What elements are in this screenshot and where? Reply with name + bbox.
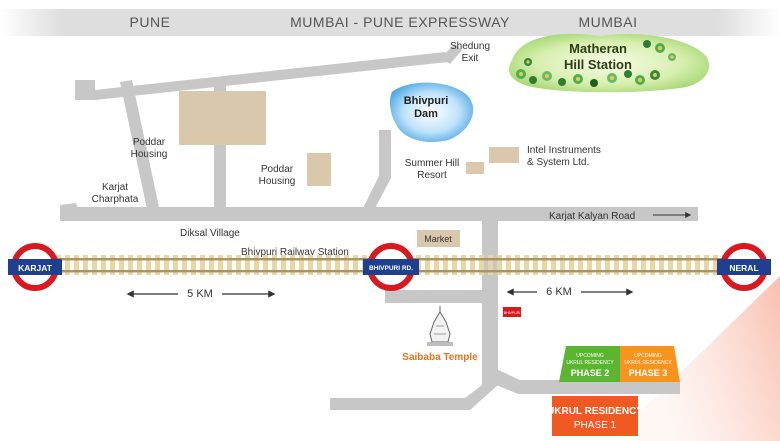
signboard: BHIVPURI [503,307,521,317]
phase2-label-2: UKRUL RESIDENCY [566,360,614,366]
shedung-label-2: Exit [462,53,479,64]
distance-right-label: 6 KM [546,286,572,298]
plot-poddar-a [179,91,266,145]
phase3-label-3: PHASE 3 [629,368,668,378]
plot-poddar-b [307,153,331,186]
temple-label: Saibaba Temple [402,352,478,363]
station-neral-label: NERAL [729,263,758,273]
plot-market [417,230,460,247]
phase1-label-2: PHASE 1 [574,420,617,431]
project-phase3: UPCOMING UKRUL RESIDENCY PHASE 3 [620,346,680,382]
karjat-charphata-label-2: Charphata [92,194,139,205]
poddar-a-label-2: Housing [131,149,168,160]
road-upper-main [75,52,448,100]
road-south-bend [330,370,498,410]
intel-label-1: Intel Instruments [527,145,601,156]
station-bhivpuri: BHIVPURI RD. [363,243,419,291]
dam-label-2: Dam [414,108,438,120]
phase1-label-1: UKRUL RESIDENCY [547,406,643,417]
karjat-kalyan-road [60,207,698,221]
shedung-label-1: Shedung [450,41,490,52]
phase2-label-3: PHASE 2 [571,368,610,378]
road-station-link [385,290,495,303]
phase2-label-1: UPCOMING [576,353,604,359]
intel-label-2: & System Ltd. [527,157,589,168]
signboard-label: BHIVPURI [504,311,521,315]
station-karjat-label: KARJAT [18,263,53,273]
phase3-label-1: UPCOMING [634,353,662,359]
bhivpuri-dam-lake [389,82,474,143]
karjat-kalyan-road-label: Karjat Kalyan Road [549,211,635,222]
station-bhivpuri-label: BHIVPURI RD. [369,265,413,272]
dam-label-1: Bhivpuri [404,95,449,107]
railway-station-label: Bhivpuri Railway Station [241,247,349,258]
header-mumbai: MUMBAI [579,14,638,30]
road-to-shedung [440,44,462,64]
poddar-b-label-1: Poddar [261,164,294,175]
karjat-charphata-label-1: Karjat [102,182,128,193]
project-phase2: UPCOMING UKRUL RESIDENCY PHASE 2 [559,346,620,382]
temple-icon [427,306,453,346]
header-pune: PUNE [130,14,171,30]
plot-summer-hill [466,162,484,174]
poddar-b-label-2: Housing [259,176,296,187]
highlight-beam [640,276,780,441]
poddar-a-label-1: Poddar [133,137,166,148]
matheran-trees [516,40,676,87]
phase3-label-2: UKRUL RESIDENCY [624,360,672,366]
station-karjat: KARJAT [8,243,62,291]
summer-hill-label-2: Resort [417,170,447,181]
road-center-vertical [361,130,391,212]
plot-intel [489,147,519,163]
road-left-diagonal [120,80,160,214]
summer-hill-label-1: Summer Hill [405,158,459,169]
market-label: Market [424,234,452,244]
diksal-village-label: Diksal Village [180,228,240,239]
matheran-label-1: Matheran [569,41,627,56]
expressway-band [0,9,780,36]
header-expressway: MUMBAI - PUNE EXPRESSWAY [290,14,510,30]
matheran-label-2: Hill Station [564,57,632,72]
project-phase1: UKRUL RESIDENCY PHASE 1 [547,396,643,436]
distance-left-label: 5 KM [187,288,213,300]
road-south-trunk [482,221,498,386]
station-neral: NERAL [717,243,771,291]
